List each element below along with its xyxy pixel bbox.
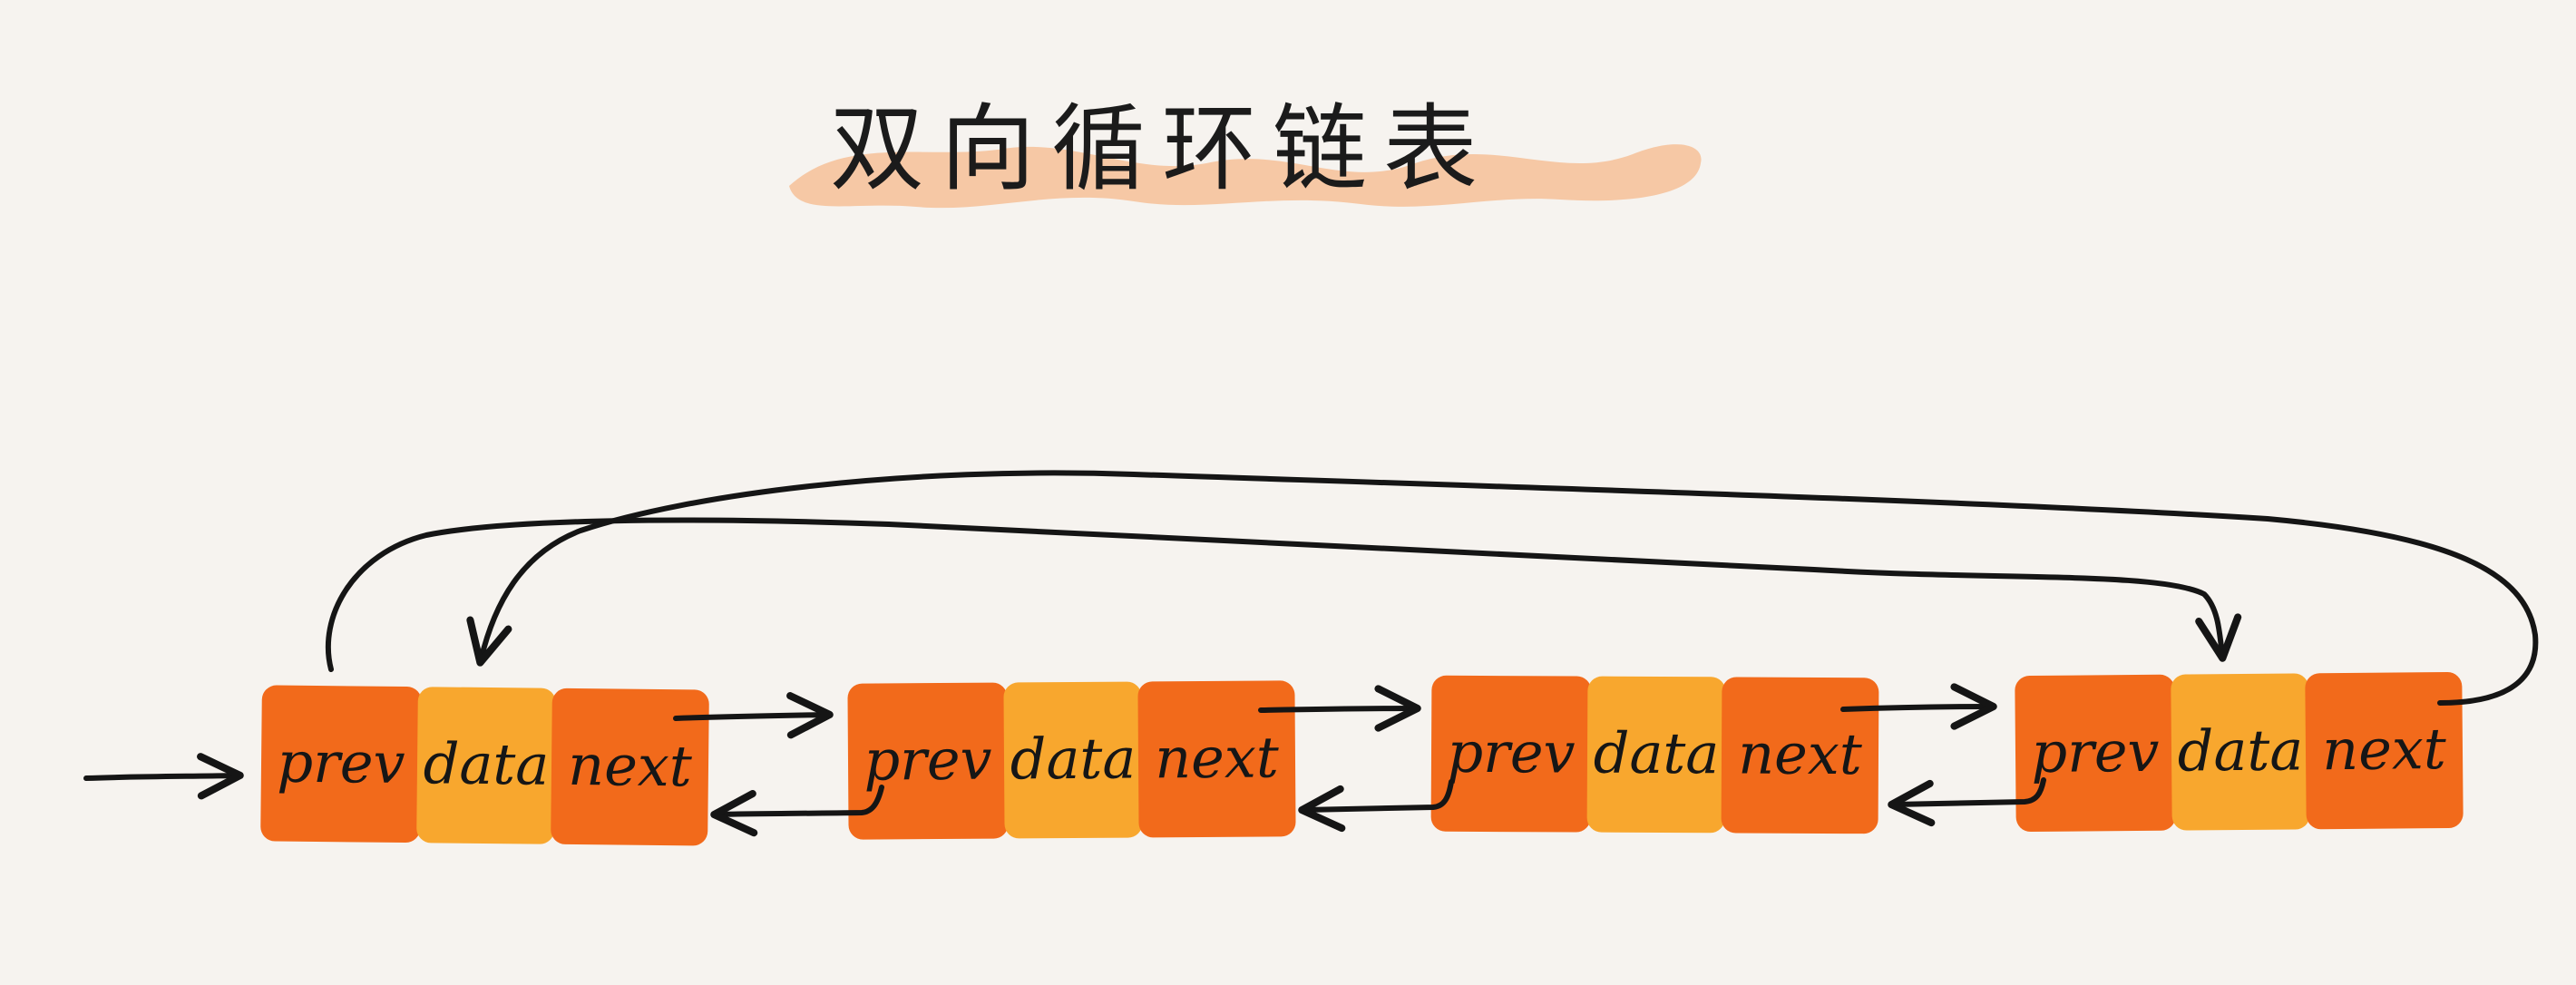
node-label-next: next	[1738, 720, 1862, 787]
node-label-data: data	[1010, 726, 1136, 793]
node-label-next: next	[2322, 716, 2446, 783]
node-cell-prev	[260, 685, 422, 844]
node-label-data: data	[2177, 717, 2303, 784]
node-cell-data	[416, 687, 556, 844]
node-cell-next	[1137, 680, 1296, 838]
list-node: prev data next	[847, 680, 1296, 840]
node-cell-data	[2171, 673, 2310, 831]
circular-next-arrow-tail-to-head	[466, 470, 2539, 706]
next-arrow-1-to-2	[673, 692, 834, 739]
node-label-prev: prev	[864, 727, 992, 794]
prev-arrow-3-to-2	[1298, 779, 1454, 833]
page-title: 双向循环链表	[830, 93, 1494, 204]
title-highlight	[789, 144, 1702, 209]
node-label-data: data	[1594, 720, 1720, 787]
node-cell-next	[1721, 677, 1879, 834]
next-arrow-2-to-3	[1258, 685, 1421, 732]
prev-arrow-2-to-1	[710, 785, 884, 837]
node-cell-next	[2305, 672, 2464, 830]
node-label-next: next	[568, 732, 692, 799]
node-cell-prev	[2015, 674, 2176, 833]
node-label-next: next	[1155, 724, 1279, 791]
list-node: prev data next	[2015, 672, 2464, 833]
node-label-prev: prev	[2031, 718, 2160, 785]
node-label-prev: prev	[1447, 719, 1575, 786]
list-node: prev data next	[1430, 675, 1879, 834]
circular-prev-arrow-head-to-tail	[325, 517, 2242, 672]
prev-arrow-4-to-3	[1888, 777, 2046, 827]
node-cell-prev	[847, 682, 1009, 840]
next-arrow-3-to-4	[1840, 683, 1997, 730]
node-label-data: data	[423, 730, 549, 797]
list-node: prev data next	[260, 685, 709, 846]
node-cell-prev	[1430, 675, 1592, 833]
node-cell-data	[1003, 681, 1143, 839]
node-cell-data	[1586, 676, 1726, 834]
node-cell-next	[551, 688, 709, 846]
node-label-prev: prev	[277, 729, 405, 796]
head-entry-arrow	[83, 753, 244, 800]
